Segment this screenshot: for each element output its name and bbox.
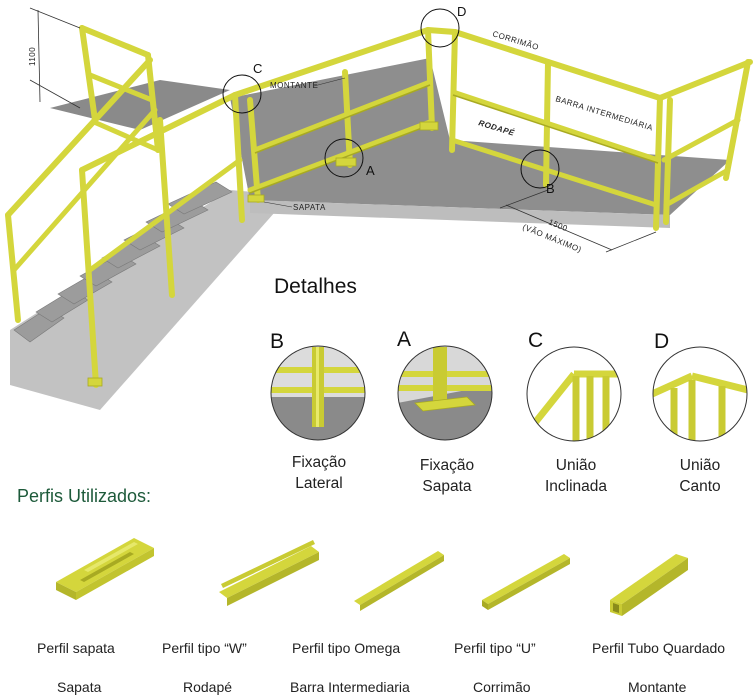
detail-b-caption-line1: Fixação — [291, 454, 347, 471]
label-montante: MONTANTE — [270, 81, 318, 90]
profile-w-image — [219, 540, 319, 606]
profile-use-barra: Barra Intermediaria — [290, 679, 410, 695]
detail-c-caption: União Inclinada — [521, 455, 631, 497]
stair-body — [10, 190, 290, 410]
profile-tube-image — [610, 554, 688, 616]
profile-use-rodape: Rodapé — [183, 679, 233, 695]
post-feet — [87, 121, 439, 387]
detail-d-image — [652, 346, 748, 442]
profile-name-omega: Perfil tipo Omega — [292, 640, 401, 656]
details-title: Detalhes — [274, 275, 357, 298]
detail-d-caption-line1: União — [679, 457, 721, 474]
detail-c-image — [526, 346, 622, 442]
profile-name-tube: Perfil Tubo Quardado — [592, 640, 726, 656]
profile-name-w: Perfil tipo “W” — [162, 640, 247, 656]
detail-d-letter: D — [654, 330, 670, 353]
profile-use-montante: Montante — [628, 679, 687, 695]
detail-a-caption: Fixação Sapata — [392, 455, 502, 497]
profile-u-image — [482, 554, 570, 610]
height-dimension-label: 1100 — [28, 47, 37, 66]
profile-use-corrimao: Corrimão — [473, 679, 531, 695]
marker-circles — [222, 8, 560, 189]
platform-top — [230, 58, 730, 215]
detail-a-letter: A — [397, 328, 412, 351]
profile-sapata-image — [56, 538, 154, 600]
detail-c-caption-line1: União — [555, 457, 597, 474]
detail-c-letter: C — [528, 329, 544, 352]
platform-edge — [250, 200, 670, 228]
label-barra-intermediaria: BARRA INTERMEDIÁRIA — [554, 94, 654, 132]
detail-d-caption-line2: Canto — [679, 478, 721, 495]
landing-top — [50, 80, 230, 130]
marker-a: A — [366, 163, 375, 178]
detail-b-letter: B — [270, 330, 285, 353]
marker-b: B — [546, 181, 555, 196]
marker-d: D — [457, 4, 466, 19]
profile-name-sapata: Perfil sapata — [37, 640, 115, 656]
label-rodape: RODAPÉ — [477, 118, 515, 138]
stair-steps — [13, 181, 233, 343]
marker-c: C — [253, 61, 262, 76]
detail-a-caption-line2: Sapata — [422, 478, 472, 495]
span-dimension — [499, 189, 657, 253]
profile-omega-image — [354, 551, 444, 611]
profiles-title: Perfis Utilizados: — [17, 486, 152, 506]
detail-a-image — [397, 345, 493, 441]
detail-b-image — [270, 345, 366, 441]
detail-b-caption: Fixação Lateral — [264, 452, 374, 494]
label-sapata: SAPATA — [293, 203, 326, 212]
guardrail-diagram: 1100 1500 (VÃO MÁXIMO) MONTANTE CORRIMÃO… — [5, 4, 753, 410]
detail-a-caption-line1: Fixação — [419, 457, 475, 474]
detail-c-caption-line2: Inclinada — [544, 478, 608, 495]
detail-b-caption-line2: Lateral — [295, 475, 343, 492]
profile-use-sapata: Sapata — [57, 679, 102, 695]
height-dimension — [29, 7, 81, 109]
profile-name-u: Perfil tipo “U” — [454, 640, 536, 656]
detail-d-caption: União Canto — [645, 455, 755, 497]
